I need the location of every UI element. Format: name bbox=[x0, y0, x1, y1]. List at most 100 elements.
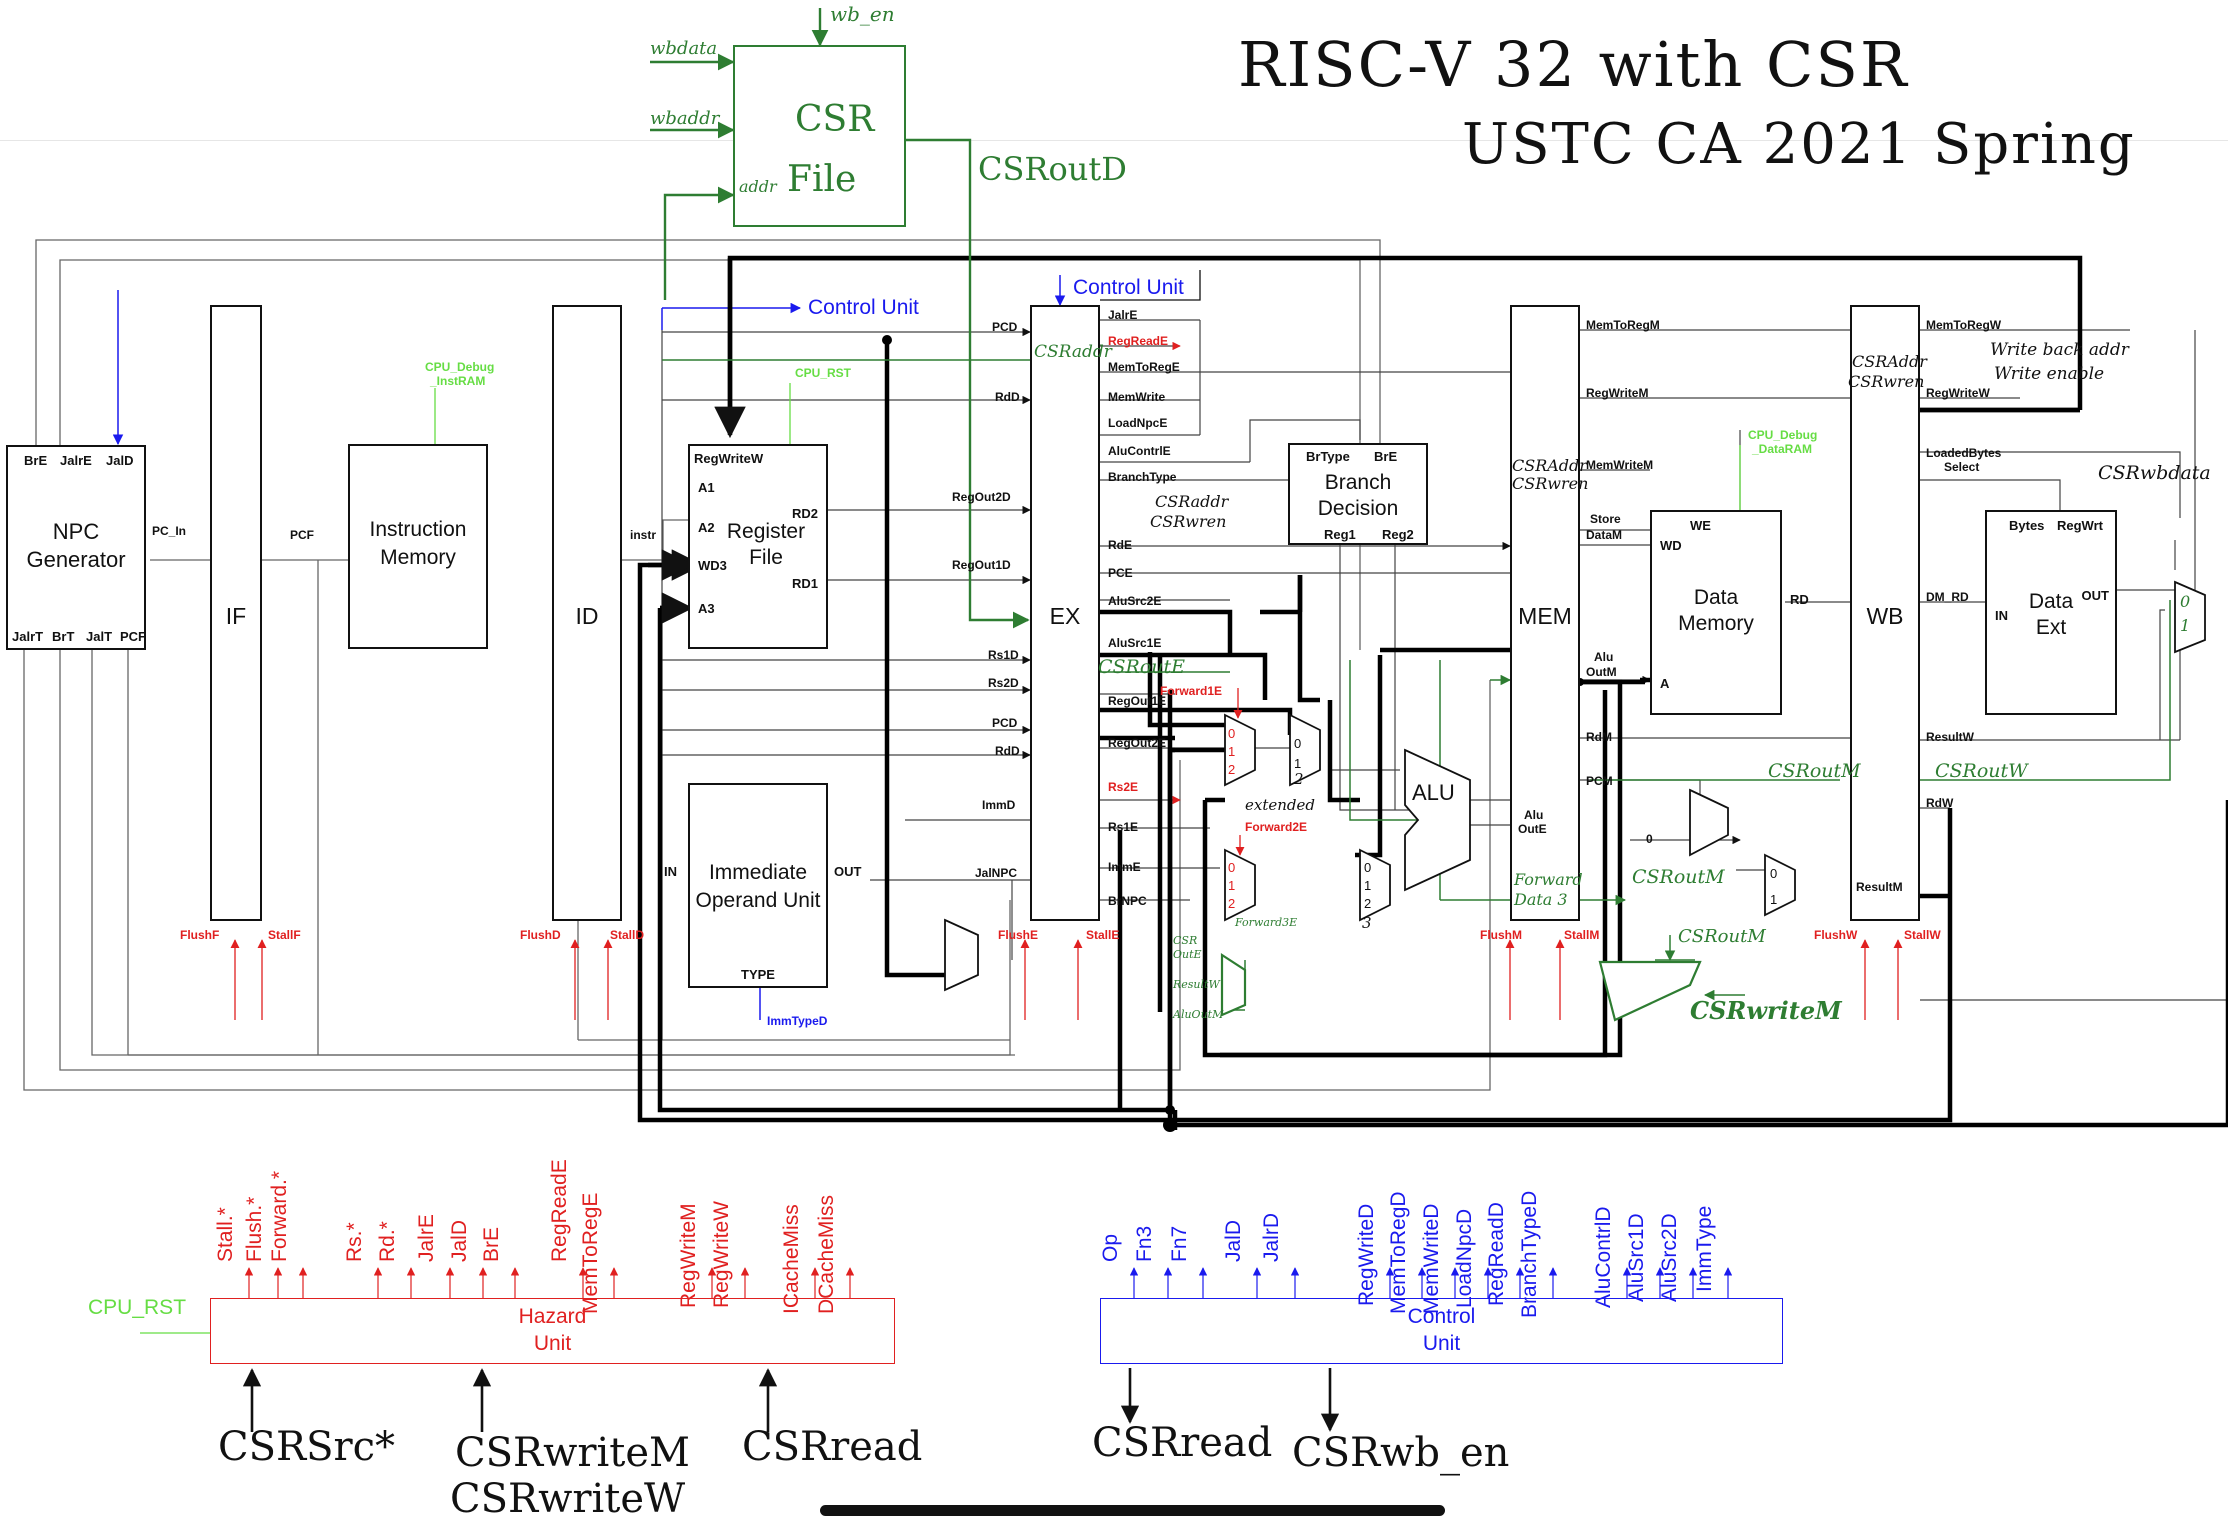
ex-out-rde: RdE bbox=[1108, 538, 1132, 552]
note-csrwrite-w: CSRwriteW bbox=[450, 1476, 685, 1522]
hazard-in-memtorege: MemToRegE bbox=[579, 1193, 603, 1314]
branch-port-reg2: Reg2 bbox=[1382, 527, 1414, 542]
branch-port-brtype: BrType bbox=[1306, 449, 1350, 464]
imm-label-2: Operand Unit bbox=[690, 889, 826, 913]
ex-in-immd: ImmD bbox=[982, 798, 1015, 812]
hw-csrwbdata: CSRwbdata bbox=[2098, 462, 2211, 484]
label-flushm: FlushM bbox=[1480, 928, 1522, 942]
csr-in-wbdata: wbdata bbox=[650, 38, 717, 59]
mem-in-alu: Alu bbox=[1524, 808, 1543, 822]
hw-write-enable: Write enable bbox=[1994, 364, 2104, 384]
title-line-2: USTC CA 2021 Spring bbox=[1462, 112, 2136, 177]
cu-in-memwrited: MemWriteD bbox=[1420, 1204, 1444, 1314]
label-stallf: StallF bbox=[268, 928, 301, 942]
hw-forward-data3-1: Forward bbox=[1514, 870, 1583, 889]
hazard-in-bre: BrE bbox=[480, 1227, 504, 1262]
result-mux bbox=[1690, 790, 1728, 855]
wb-out-resultw: ResultW bbox=[1926, 730, 1974, 744]
cu-in-aluContrld: AluContrlD bbox=[1592, 1206, 1616, 1308]
hazard-in-flush: Flush.* bbox=[243, 1197, 267, 1262]
ex-in-regout2d: RegOut2D bbox=[952, 490, 1011, 504]
npc-port-pcf: PCF bbox=[120, 629, 146, 644]
dext-port-regwrt: RegWrt bbox=[2057, 518, 2103, 533]
ex-in-rs2d: Rs2D bbox=[988, 676, 1019, 690]
ex-out-alusrc2e: AluSrc2E bbox=[1108, 594, 1161, 608]
csr-write-mux bbox=[1600, 962, 1700, 1020]
dmem-port-rd: RD bbox=[1790, 592, 1809, 607]
hw-csroute: CSRoutE bbox=[1098, 656, 1185, 678]
hazard-in-regwritem: RegWriteM bbox=[677, 1203, 701, 1308]
label-cpu-debug-instram-1: CPU_Debug bbox=[425, 360, 494, 374]
register-file-block: RegWriteW A1 A2 WD3 A3 RD2 RD1 Register … bbox=[688, 444, 828, 649]
ex-out-alusrc1e: AluSrc1E bbox=[1108, 636, 1161, 650]
label-stalle: StallE bbox=[1086, 928, 1119, 942]
hw-csroutm-1: CSRoutM bbox=[1768, 760, 1861, 782]
note-csrwrite-m: CSRwriteM bbox=[455, 1430, 690, 1476]
hw-write-back-addr: Write back addr bbox=[1990, 340, 2129, 360]
ex-in-pcd: PCD bbox=[992, 320, 1017, 334]
csr-port-addr: addr bbox=[739, 177, 777, 196]
ext-mux-0: 0 bbox=[2180, 592, 2190, 611]
wb-out-loadedbytes: LoadedBytes bbox=[1926, 446, 2001, 460]
rf-label-2: File bbox=[690, 546, 826, 570]
wb-out-rdw: RdW bbox=[1926, 796, 1953, 810]
ex-out-regreade: RegReadE bbox=[1108, 334, 1168, 348]
note-csrwb-en: CSRwb_en bbox=[1292, 1430, 1509, 1476]
mux-extra-3: 3 bbox=[1362, 914, 1372, 932]
csr-file-label-1: CSR bbox=[795, 99, 874, 140]
label-pcf: PCF bbox=[290, 528, 314, 542]
cu-in-fn3: Fn3 bbox=[1133, 1226, 1157, 1262]
imem-label-1: Instruction bbox=[350, 518, 486, 542]
wb-out-memtoregw: MemToRegW bbox=[1926, 318, 2001, 332]
wb-mux-1: 1 bbox=[1770, 892, 1777, 907]
wb-out-regwritew: RegWriteW bbox=[1926, 386, 1990, 400]
dext-port-bytes: Bytes bbox=[2009, 518, 2044, 533]
wb-out-select: Select bbox=[1944, 460, 1979, 474]
immediate-operand-unit: Immediate Operand Unit TYPE bbox=[688, 783, 828, 988]
mem-out-outm: OutM bbox=[1586, 665, 1617, 679]
ex-label: EX bbox=[1032, 603, 1098, 630]
hazard-in-stall: Stall.* bbox=[214, 1207, 238, 1262]
label-flushw: FlushW bbox=[1814, 928, 1857, 942]
label-cpu-debug-dataram-2: _DataRAM bbox=[1752, 442, 1812, 456]
label-immtyped: ImmTypeD bbox=[767, 1014, 827, 1028]
wb-in-resultm: ResultM bbox=[1856, 880, 1903, 894]
wb-label: WB bbox=[1852, 603, 1918, 630]
label-forward1e: Forward1E bbox=[1160, 684, 1222, 698]
hazard-unit-label-2: Unit bbox=[211, 1332, 894, 1356]
label-control-unit-id: Control Unit bbox=[808, 296, 919, 320]
ex-in-rdd-2: RdD bbox=[995, 744, 1020, 758]
fwd1-mux-0: 0 bbox=[1228, 726, 1235, 741]
hw-mux3-in-oute: OutE bbox=[1173, 948, 1202, 961]
alusrc2-mux-2: 2 bbox=[1364, 896, 1371, 911]
cu-in-alusrc2d: AluSrc2D bbox=[1658, 1213, 1682, 1302]
dmem-port-a: A bbox=[1660, 676, 1669, 691]
npc-port-bre: BrE bbox=[24, 453, 47, 468]
cu-in-alusrc1d: AluSrc1D bbox=[1625, 1213, 1649, 1302]
hw-csraddr-mem: CSRAddr bbox=[1512, 456, 1587, 475]
label-flushf: FlushF bbox=[180, 928, 219, 942]
rf-port-regwritew: RegWriteW bbox=[694, 451, 763, 466]
hw-csrwren-wb: CSRwren bbox=[1848, 372, 1924, 391]
fwd2-mux-2: 2 bbox=[1228, 896, 1235, 911]
hw-csroutm-2: CSRoutM bbox=[1632, 866, 1725, 888]
ex-out-loadnpce: LoadNpcE bbox=[1108, 416, 1167, 430]
note-csrread-hazard: CSRread bbox=[742, 1424, 922, 1470]
cu-in-memtoregd: MemToRegD bbox=[1387, 1191, 1411, 1314]
if-stage-register: IF bbox=[210, 305, 262, 921]
dmem-port-wd: WD bbox=[1660, 538, 1682, 553]
data-ext-block: Bytes RegWrt IN OUT Data Ext bbox=[1985, 510, 2117, 715]
hazard-in-rd: Rd.* bbox=[376, 1221, 400, 1262]
dmem-label-2: Memory bbox=[1652, 612, 1780, 636]
hw-csrwritem: CSRwriteM bbox=[1690, 996, 1842, 1025]
cu-in-immtype: ImmType bbox=[1693, 1206, 1717, 1292]
hw-forward3e: Forward3E bbox=[1235, 916, 1297, 929]
ex-out-regout2e: RegOut2E bbox=[1108, 736, 1166, 750]
rf-label-1: Register bbox=[690, 520, 826, 544]
rf-port-rd2: RD2 bbox=[792, 506, 818, 521]
data-memory-block: WE WD Data Memory A bbox=[1650, 510, 1782, 715]
label-stallw: StallW bbox=[1904, 928, 1941, 942]
hw-csroutw: CSRoutW bbox=[1935, 760, 2028, 782]
if-label: IF bbox=[212, 603, 260, 630]
